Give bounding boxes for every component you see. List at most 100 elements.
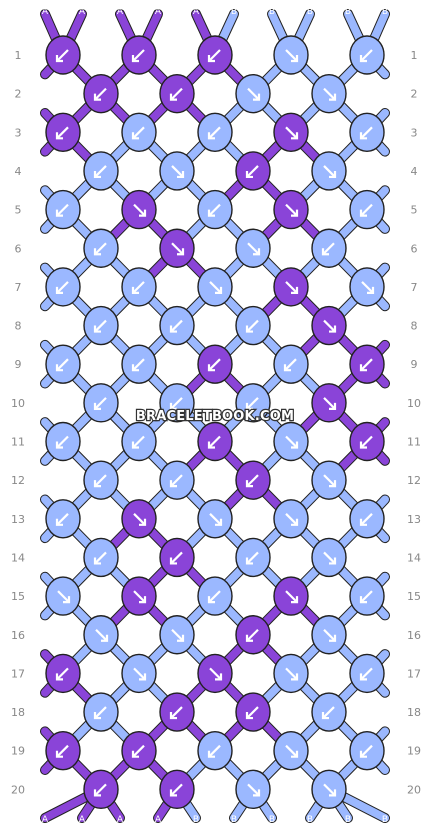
row-label-left: 7: [15, 281, 22, 294]
arrow-down-right-icon: [285, 281, 298, 294]
knot: [121, 421, 157, 462]
arrow-down-right-icon: [209, 513, 222, 526]
knot: [45, 653, 81, 694]
knot: [121, 499, 157, 539]
knot: [273, 344, 309, 384]
arrow-down-left-icon: [170, 783, 183, 797]
arrow-down-left-icon: [132, 49, 145, 62]
knot: [311, 73, 347, 114]
knot: [45, 731, 81, 771]
knot: [349, 421, 385, 462]
knot: [159, 383, 195, 423]
knot: [121, 576, 157, 616]
knot: [83, 228, 119, 268]
arrow-down-right-icon: [95, 628, 108, 642]
string-label-top: B: [382, 7, 388, 17]
arrow-down-left-icon: [246, 397, 259, 410]
arrow-down-left-icon: [208, 358, 221, 371]
knot: [121, 267, 157, 307]
arrow-down-left-icon: [322, 242, 335, 256]
arrow-down-left-icon: [56, 435, 69, 449]
string-label-bottom: A: [117, 815, 124, 825]
row-label-right: 7: [411, 281, 418, 294]
arrow-down-left-icon: [208, 203, 221, 217]
knot: [45, 112, 81, 153]
string-label-bottom: B: [382, 815, 388, 825]
arrow-down-left-icon: [56, 49, 69, 62]
string-label-bottom: B: [193, 815, 199, 825]
arrow-down-left-icon: [170, 319, 183, 333]
row-label-left: 12: [11, 474, 25, 487]
arrow-down-right-icon: [285, 513, 298, 526]
arrow-down-left-icon: [132, 744, 145, 758]
arrow-down-right-icon: [285, 435, 298, 449]
knot: [273, 421, 309, 462]
string-label-bottom: B: [345, 815, 351, 825]
knot: [45, 421, 81, 462]
knot: [83, 692, 119, 732]
knot: [273, 267, 309, 307]
knot: [235, 769, 271, 810]
arrow-down-left-icon: [132, 358, 145, 371]
knot: [83, 305, 119, 346]
knot: [121, 189, 157, 230]
knot: [197, 499, 233, 539]
arrow-down-left-icon: [246, 706, 259, 719]
arrow-down-right-icon: [285, 49, 298, 62]
knot: [349, 499, 385, 539]
knot: [45, 576, 81, 616]
row-label-right: 19: [407, 745, 421, 758]
knot: [273, 653, 309, 694]
arrow-down-right-icon: [209, 667, 222, 681]
arrow-down-left-icon: [360, 513, 373, 526]
row-label-left: 5: [15, 204, 22, 217]
arrow-down-left-icon: [56, 281, 69, 294]
knot: [311, 151, 347, 191]
arrow-down-left-icon: [360, 203, 373, 217]
string-label-top: A: [79, 7, 86, 17]
row-label-left: 14: [11, 551, 25, 564]
knot: [45, 344, 81, 384]
row-label-left: 18: [11, 706, 25, 719]
row-label-left: 1: [15, 49, 22, 62]
knot: [45, 35, 81, 75]
knot: [311, 383, 347, 423]
arrow-down-left-icon: [170, 551, 183, 565]
row-label-left: 3: [15, 126, 22, 139]
string-label-top: A: [193, 7, 200, 17]
row-label-left: 16: [11, 629, 25, 642]
row-label-left: 2: [15, 88, 22, 101]
row-label-left: 6: [15, 242, 22, 255]
row-label-right: 5: [411, 204, 418, 217]
row-label-right: 1: [411, 49, 418, 62]
string-label-top: B: [345, 7, 351, 17]
knot: [159, 460, 195, 500]
knot: [235, 305, 271, 346]
row-label-right: 18: [407, 706, 421, 719]
row-label-right: 9: [411, 358, 418, 371]
knot: [235, 615, 271, 655]
arrow-down-left-icon: [56, 358, 69, 371]
arrow-down-left-icon: [56, 513, 69, 526]
arrow-down-right-icon: [133, 203, 146, 217]
arrow-down-left-icon: [208, 744, 221, 758]
arrow-down-left-icon: [360, 358, 373, 371]
arrow-down-left-icon: [208, 49, 221, 62]
row-label-right: 3: [411, 126, 418, 139]
knot: [235, 228, 271, 268]
arrow-down-right-icon: [133, 590, 146, 603]
knot: [273, 499, 309, 539]
knot: [197, 731, 233, 771]
knot: [83, 769, 119, 810]
knot: [159, 305, 195, 346]
knot: [273, 189, 309, 230]
knot: [121, 112, 157, 153]
knot: [235, 692, 271, 732]
row-label-right: 6: [411, 242, 418, 255]
arrow-down-left-icon: [94, 706, 107, 719]
arrow-down-right-icon: [323, 319, 336, 333]
arrow-down-left-icon: [94, 474, 107, 487]
string-label-bottom: B: [269, 815, 275, 825]
knot: [349, 189, 385, 230]
